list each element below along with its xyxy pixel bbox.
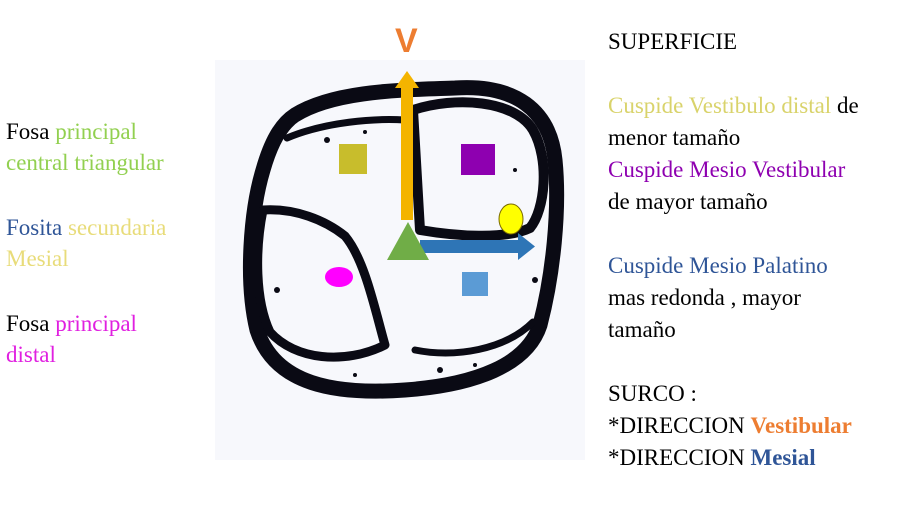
cusp-mesio-vestibular-outline [408,97,549,241]
legend-colored-text: central triangular [6,150,164,175]
cusp-vd-text: menor tamaño [608,125,741,150]
cusp-mp-text: mas redonda , mayor [608,285,801,310]
legend-text: Fosita [6,215,63,240]
cusp-mp-text: tamaño [608,317,676,342]
legend-fosa-central: Fosa principal central triangular [6,116,164,178]
marker-magenta-oval [325,267,353,287]
arrow-vestibular-head [395,71,419,88]
tooth-outline [242,80,565,399]
legend-colored-text: principal [55,119,137,144]
direction-vestibular: Vestibular [750,413,852,438]
cusp-mv-text: de mayor tamaño [608,189,768,214]
cusp-mp-label: Cuspide Mesio Palatino [608,253,828,278]
legend-colored-text: Mesial [6,246,69,271]
legend-text: Fosa [6,311,50,336]
marker-green-triangle [387,222,429,260]
direction-prefix: *DIRECCION [608,413,751,438]
cusp-vd-text: de [831,93,859,118]
inner-contour [283,116,537,357]
cusp-mv-label: Cuspide Mesio Vestibular [608,157,846,182]
direction-mesial: Mesial [750,445,816,470]
marker-purple-square [461,144,495,175]
tooth-occlusal-diagram [215,60,585,460]
legend-text: Fosa [6,119,50,144]
superficie-heading: SUPERFICIE [608,29,738,54]
legend-colored-text: distal [6,342,56,367]
speckles [274,130,538,377]
arrow-vestibular-shaft [401,88,413,220]
direction-prefix: *DIRECCION [608,445,751,470]
right-legend: SUPERFICIE Cuspide Vestibulo distal de m… [608,26,900,474]
arrow-mesial-head [518,233,535,260]
cusp-vd-label: Cuspide Vestibulo distal [608,93,832,118]
direction-v-label: V [395,22,418,60]
marker-blue-square [462,272,488,296]
marker-olive-square [339,144,367,174]
legend-colored-text: principal [55,311,137,336]
legend-fosita-mesial: Fosita secundaria Mesial [6,212,166,274]
marker-yellow-oval [498,203,524,235]
surco-heading: SURCO : [608,381,697,406]
legend-colored-text: secundaria [67,215,167,240]
arrow-mesial-shaft [420,240,520,253]
cusp-distal-outline [253,205,390,362]
legend-fosa-distal: Fosa principal distal [6,308,137,370]
